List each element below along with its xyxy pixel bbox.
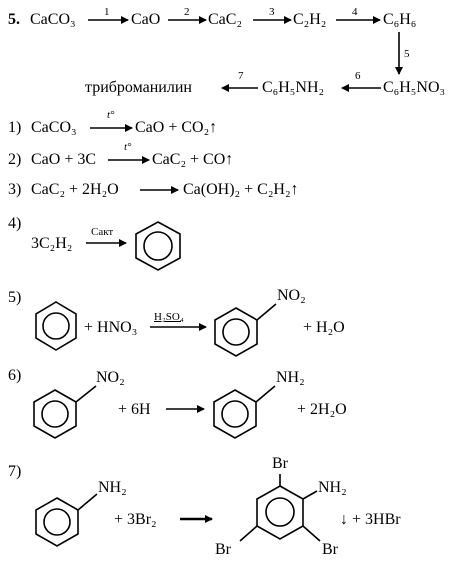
r7-aniline-ring <box>35 493 98 547</box>
r7-number: 7) <box>8 463 22 480</box>
chain-step-2: 2 <box>184 6 190 18</box>
chain-caco3: CaCO₃ <box>30 11 76 28</box>
r5-benzene-ring <box>35 301 77 351</box>
chain-c2h2: C₂H₂ <box>293 11 327 28</box>
chain-step-7: 7 <box>238 70 244 82</box>
r5-number: 5) <box>8 289 22 306</box>
r6-aniline-ring <box>213 385 276 439</box>
r7-br-right: Br <box>322 541 338 558</box>
r6-reagent: + 6H <box>118 401 151 418</box>
r6-nh2: NH₂ <box>276 369 305 386</box>
r5-condition: H₂SO₄ <box>154 311 184 323</box>
chain-nitro: C₆H₅NO₃ <box>383 79 446 96</box>
chain-aniline: C₆H₅NH₂ <box>262 79 325 96</box>
r6-nitrobenzene-ring <box>33 385 97 439</box>
r1-number: 1) <box>8 119 22 136</box>
chain-c6h6: C₆H₆ <box>383 11 417 28</box>
r1-left: CaCO₃ <box>31 119 77 136</box>
r4-condition: Cакт <box>91 226 114 238</box>
r6-product: + 2H₂O <box>297 401 347 418</box>
chain-step-3: 3 <box>269 6 275 18</box>
chain-step-5: 5 <box>404 48 410 60</box>
r7-br-top: Br <box>272 455 288 472</box>
r7-reagent: + 3Br₂ <box>114 511 157 528</box>
r5-reagent: + HNO₃ <box>84 319 138 336</box>
r5-nitrobenzene-ring <box>214 303 277 357</box>
chain-step-4: 4 <box>352 6 358 18</box>
chain-step-1: 1 <box>104 6 110 18</box>
r1-right: CaO + CO₂↑ <box>135 119 218 136</box>
r3-number: 3) <box>8 181 22 198</box>
chain-tribromaniline: триброманилин <box>85 79 192 96</box>
r2-right: CaC₂ + CO↑ <box>152 151 234 168</box>
r5-product: + H₂O <box>303 319 345 336</box>
r2-left: CaO + 3C <box>31 151 97 168</box>
r4-left: 3C₂H₂ <box>31 235 73 252</box>
r7-tribromaniline-ring <box>239 474 321 542</box>
r4-benzene-ring <box>135 221 181 271</box>
r4-number: 4) <box>8 215 22 232</box>
r7-product: ↓ + 3HBr <box>340 511 401 528</box>
r1-condition: t° <box>107 109 115 121</box>
chain-step-6: 6 <box>355 70 361 82</box>
r3-right: Ca(OH)₂ + C₂H₂↑ <box>183 181 299 198</box>
r7-nh2-right: NH₂ <box>318 479 347 496</box>
r7-nh2-left: NH₂ <box>98 479 127 496</box>
r3-left: CaC₂ + 2H₂O <box>31 181 119 198</box>
r2-number: 2) <box>8 151 22 168</box>
chain-cao: CaO <box>131 11 161 28</box>
r6-number: 6) <box>8 367 22 384</box>
r7-br-left: Br <box>215 541 231 558</box>
r2-condition: t° <box>124 141 132 153</box>
chain-cac2: CaC₂ <box>208 11 243 28</box>
problem-number: 5. <box>8 11 20 28</box>
r5-no2: NO₂ <box>277 287 306 304</box>
r6-no2: NO₂ <box>96 369 125 386</box>
